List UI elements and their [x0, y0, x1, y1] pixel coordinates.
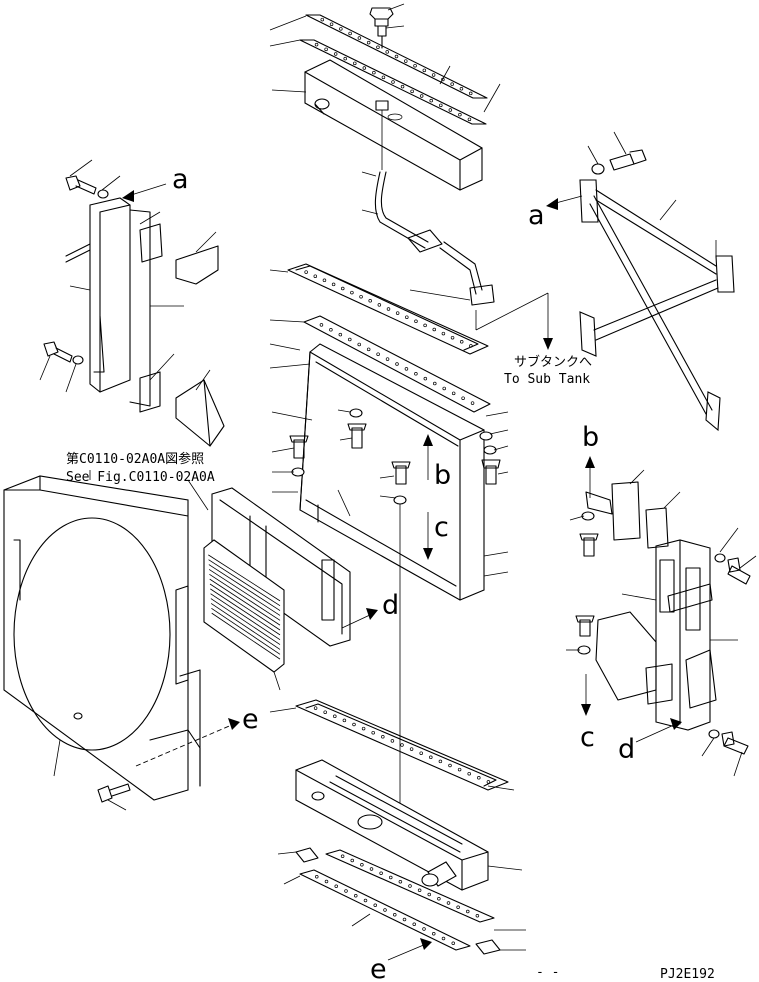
label-a-right: a: [528, 200, 545, 231]
overflow-pipe: [374, 171, 553, 350]
arrow-b-right: [585, 456, 595, 498]
x-brace-bolt: [587, 131, 717, 256]
shroud-leaders: [53, 470, 209, 777]
left-bolt-top: [65, 175, 109, 199]
left-bolt-bottom: [43, 341, 84, 365]
label-b-center: b: [434, 460, 451, 491]
label-a-left: a: [172, 164, 189, 195]
lower-leaders: [269, 707, 526, 951]
label-e-left: e: [242, 704, 259, 735]
right-leaders: [566, 469, 757, 777]
arrow-a-right: [546, 195, 583, 210]
lower-gasket: [295, 699, 509, 791]
arrow-b-center: [423, 434, 433, 480]
right-bolts: [575, 511, 751, 755]
x-brace-bracket: [579, 179, 735, 432]
arrow-c-right: [581, 674, 591, 716]
shroud-bolt: [97, 783, 131, 811]
arrow-d-center: [341, 608, 378, 629]
arrow-c-center: [423, 512, 433, 560]
grille-frame: [211, 487, 351, 647]
note-sub-tank-en: To Sub Tank: [504, 372, 590, 387]
label-c-right: c: [580, 722, 595, 753]
label-c-center: c: [434, 512, 449, 543]
label-d-right: d: [618, 734, 635, 765]
note-sub-tank-jp: サブタンクへ: [514, 354, 592, 370]
left-side-frame: [65, 197, 225, 447]
arrow-d-right: [635, 718, 682, 743]
right-side-frame: [585, 481, 717, 731]
radiator-core: [299, 343, 485, 601]
lower-tank: [295, 759, 489, 891]
grille-screen: [203, 539, 285, 691]
label-e-bottom: e: [370, 954, 387, 982]
upper-gasket-strip: [299, 14, 491, 945]
arrow-a-left: [122, 183, 167, 202]
figure-code: PJ2E192: [660, 967, 715, 982]
label-d-center: d: [382, 590, 399, 621]
note-reference-en: See Fig.C0110-02A0A: [66, 470, 215, 485]
note-reference-jp: 第C0110-02A0A図参照: [66, 451, 204, 467]
left-leader-lines: [39, 159, 217, 393]
label-b-right: b: [582, 422, 599, 453]
fan-shroud: [3, 475, 201, 801]
arrow-e-bottom: [387, 938, 432, 961]
core-bolts: [289, 408, 501, 836]
middle-gasket-lower: [303, 315, 491, 413]
middle-gasket-upper: [287, 263, 489, 355]
dash-mark: - -: [536, 965, 559, 980]
arrow-e-left: [135, 718, 240, 767]
core-leader-lines: [269, 3, 509, 577]
upper-tank: [304, 59, 483, 191]
